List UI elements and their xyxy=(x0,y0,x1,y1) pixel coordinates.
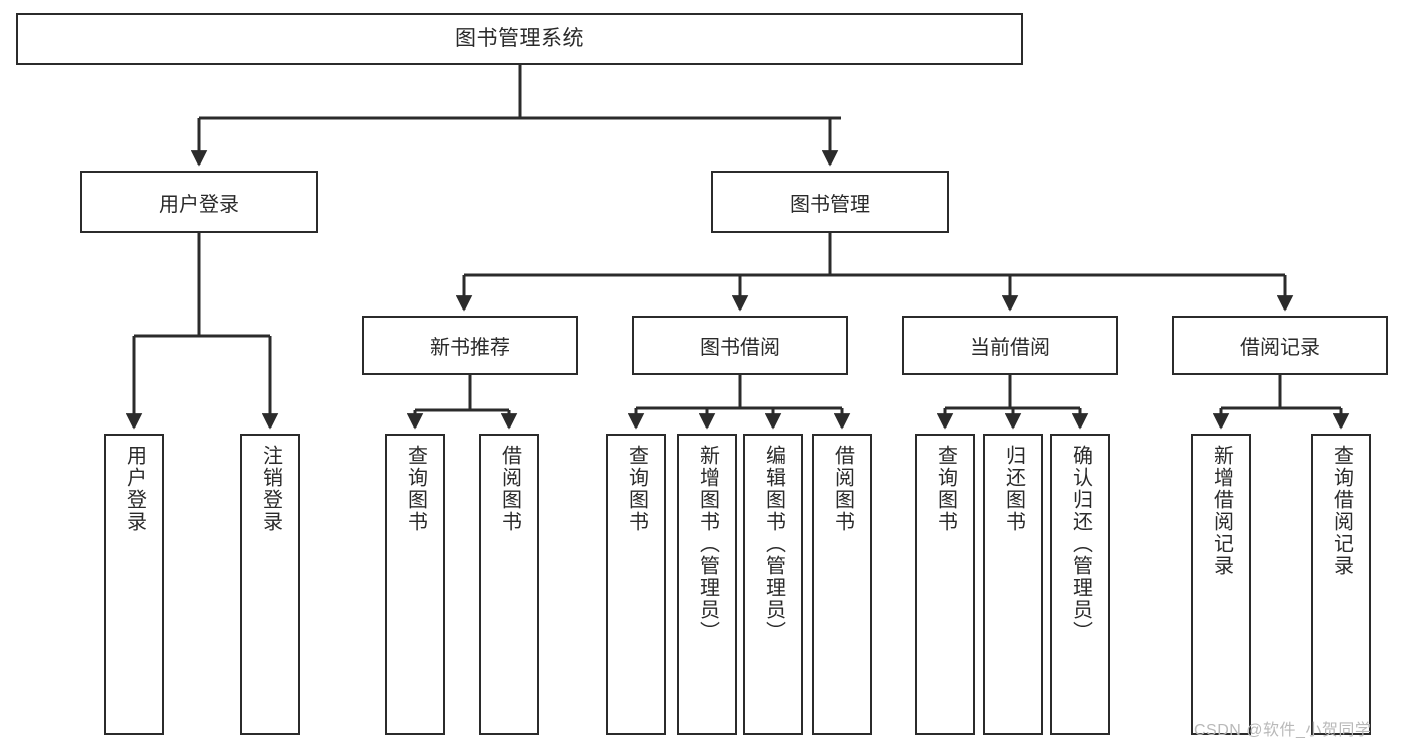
node-new-book-recommend-label: 新书推荐 xyxy=(430,337,510,359)
leaf-user-logout[interactable]: 注销登录 xyxy=(240,434,300,735)
node-current-borrow-label: 当前借阅 xyxy=(970,337,1050,359)
leaf-label: 归还图书 xyxy=(1002,445,1025,533)
node-new-book-recommend[interactable]: 新书推荐 xyxy=(362,316,578,375)
node-user-login-label: 用户登录 xyxy=(159,193,239,216)
node-borrow-records-label: 借阅记录 xyxy=(1240,337,1320,359)
leaf-label: 借阅图书 xyxy=(831,445,854,533)
node-borrow-records[interactable]: 借阅记录 xyxy=(1172,316,1388,375)
node-user-login[interactable]: 用户登录 xyxy=(80,171,318,233)
leaf-label: 查询借阅记录 xyxy=(1330,445,1353,577)
node-book-borrow[interactable]: 图书借阅 xyxy=(632,316,848,375)
leaf-add-borrow-record[interactable]: 新增借阅记录 xyxy=(1191,434,1251,735)
leaf-label: 确认归还（管理员） xyxy=(1069,445,1092,643)
watermark: CSDN @软件_小贺同学 xyxy=(1194,722,1372,739)
node-book-management-label: 图书管理 xyxy=(790,193,870,216)
leaf-label: 编辑图书（管理员） xyxy=(762,445,785,643)
leaf-return-book[interactable]: 归还图书 xyxy=(983,434,1043,735)
leaf-label: 查询图书 xyxy=(934,445,957,533)
leaf-label: 借阅图书 xyxy=(498,445,521,533)
node-current-borrow[interactable]: 当前借阅 xyxy=(902,316,1118,375)
leaf-borrow-book-recommend[interactable]: 借阅图书 xyxy=(479,434,539,735)
node-book-management[interactable]: 图书管理 xyxy=(711,171,949,233)
leaf-query-book-borrow[interactable]: 查询图书 xyxy=(606,434,666,735)
leaf-query-book-recommend[interactable]: 查询图书 xyxy=(385,434,445,735)
leaf-add-book-admin[interactable]: 新增图书（管理员） xyxy=(677,434,737,735)
leaf-borrow-book[interactable]: 借阅图书 xyxy=(812,434,872,735)
leaf-label: 新增借阅记录 xyxy=(1210,445,1233,577)
leaf-label: 查询图书 xyxy=(625,445,648,533)
leaf-label: 新增图书（管理员） xyxy=(696,445,719,643)
leaf-label: 查询图书 xyxy=(404,445,427,533)
leaf-query-borrow-record[interactable]: 查询借阅记录 xyxy=(1311,434,1371,735)
leaf-edit-book-admin[interactable]: 编辑图书（管理员） xyxy=(743,434,803,735)
leaf-user-login[interactable]: 用户登录 xyxy=(104,434,164,735)
node-book-borrow-label: 图书借阅 xyxy=(700,337,780,359)
leaf-label: 注销登录 xyxy=(259,445,282,533)
node-root-label: 图书管理系统 xyxy=(455,27,584,51)
leaf-label: 用户登录 xyxy=(123,445,146,533)
node-root[interactable]: 图书管理系统 xyxy=(16,13,1023,65)
leaf-query-book-current[interactable]: 查询图书 xyxy=(915,434,975,735)
leaf-confirm-return-admin[interactable]: 确认归还（管理员） xyxy=(1050,434,1110,735)
